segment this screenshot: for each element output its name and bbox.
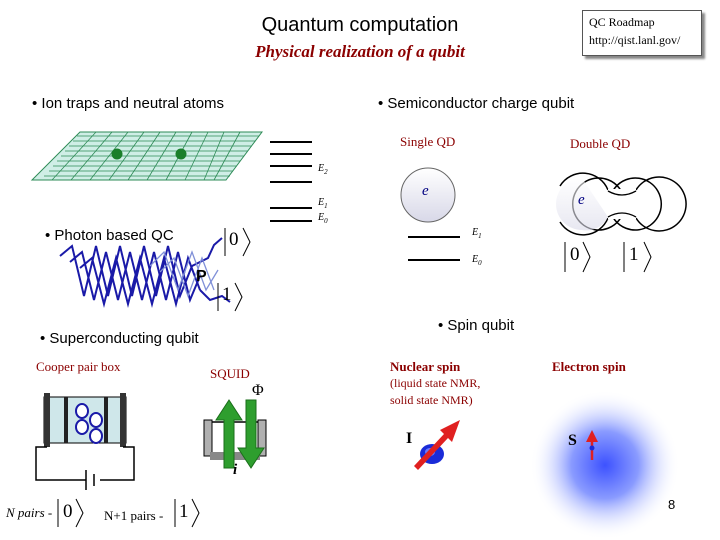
photon-ket-1-label: 1 <box>222 284 232 305</box>
current-symbol: i <box>233 462 238 478</box>
roadmap-box: QC Roadmap http://qist.lanl.gov/ <box>582 10 702 56</box>
single-qd-electron: e <box>422 183 429 199</box>
flux-symbol: Φ <box>252 382 264 399</box>
n-pairs-label: N pairs - <box>6 505 53 520</box>
n-pairs-ket: 0 <box>63 501 73 522</box>
nuclear-spin-label: Nuclear spin <box>390 359 461 374</box>
double-qd-label: Double QD <box>570 136 631 151</box>
double-qd-electron: e <box>578 192 585 208</box>
photon-ket-0-label: 0 <box>229 229 239 250</box>
atom-1 <box>111 148 123 160</box>
roadmap-line-2: http://qist.lanl.gov/ <box>589 33 681 47</box>
electron-spin-cloud <box>530 390 680 540</box>
photon-ket-0 <box>224 227 251 257</box>
squid <box>203 399 267 469</box>
double-qd <box>556 172 687 236</box>
qd-label-e0: E0 <box>472 254 482 267</box>
nuclear-spin-symbol: I <box>406 430 413 447</box>
electron-spin-arrow <box>586 430 598 460</box>
double-qd-kets <box>564 241 652 273</box>
nuclear-spin-graphic <box>414 420 460 470</box>
n1-pairs-label: N+1 pairs - <box>104 508 164 523</box>
qd-label-e1: E1 <box>472 227 482 240</box>
nuclear-spin-sub-1: (liquid state NMR, <box>390 376 481 390</box>
roadmap-line-1: QC Roadmap <box>589 15 655 29</box>
single-qd-label: Single QD <box>400 134 456 149</box>
page-number: 8 <box>668 497 676 512</box>
squid-label: SQUID <box>210 366 250 381</box>
single-qd <box>400 167 460 261</box>
cooper-pair-label: Cooper pair box <box>36 359 121 374</box>
nuclear-spin-sub-2: solid state NMR) <box>390 393 473 407</box>
section-semiconductor: • Semiconductor charge qubit <box>378 95 575 112</box>
section-photon: • Photon based QC <box>45 227 174 244</box>
cooper-pair-box <box>35 393 135 490</box>
ion-label-e0: E0 <box>318 212 328 225</box>
section-ion-traps: • Ion traps and neutral atoms <box>32 95 225 112</box>
page-subtitle: Physical realization of a qubit <box>255 42 465 61</box>
cooper-kets <box>57 498 200 528</box>
photon-beam-lower <box>199 289 231 303</box>
photon-waves-pale <box>149 250 219 298</box>
electron-spin-label: Electron spin <box>552 359 626 374</box>
photon-ket-1 <box>217 282 243 312</box>
atom-2 <box>175 148 187 160</box>
ion-label-e1: E1 <box>318 197 328 210</box>
electron-spin-symbol: S <box>568 432 577 449</box>
ion-energy-levels <box>270 141 312 222</box>
ion-label-e2: E2 <box>318 163 328 176</box>
ion-trap-grid <box>30 131 263 181</box>
double-qd-ket-0: 0 <box>570 244 580 265</box>
section-spin: • Spin qubit <box>438 317 515 334</box>
photon-waves <box>59 237 223 308</box>
section-superconducting: • Superconducting qubit <box>40 330 199 347</box>
page-title: Quantum computation <box>261 14 459 36</box>
n1-pairs-ket: 1 <box>179 501 189 522</box>
double-qd-ket-1: 1 <box>629 244 639 265</box>
polarizer-label: P <box>196 268 207 285</box>
